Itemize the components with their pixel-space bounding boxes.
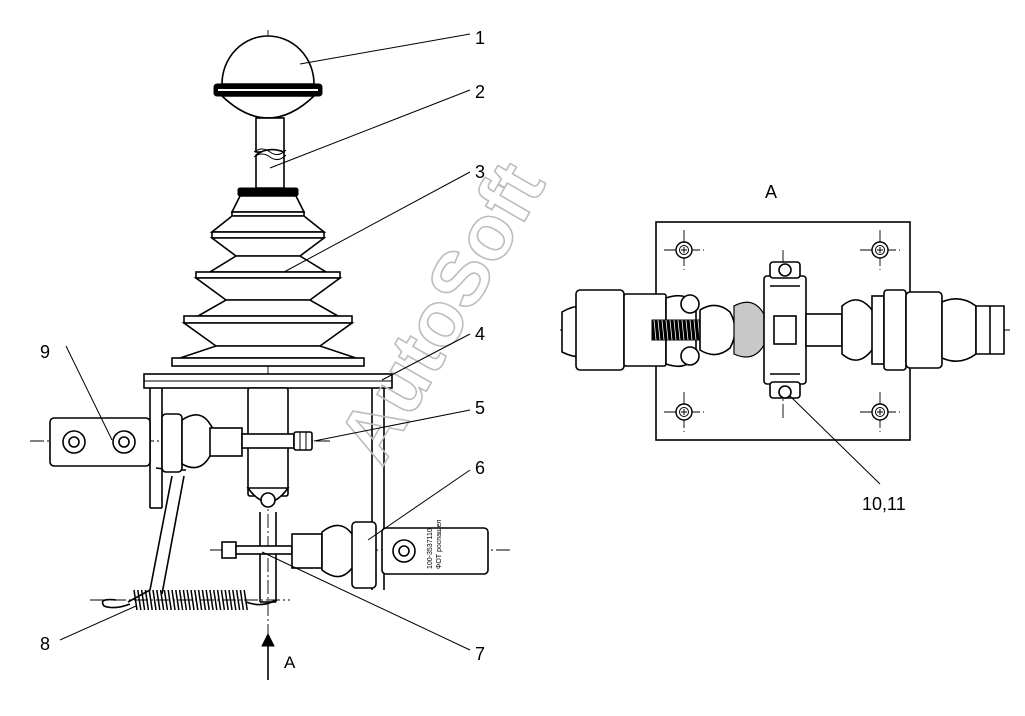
label-8: 8	[40, 634, 50, 654]
view-arrow: A	[261, 632, 296, 680]
upper-pneumatic-cylinder	[49, 413, 313, 473]
spring-coil	[148, 589, 153, 611]
bolt-holes	[664, 230, 900, 432]
label-10-11: 10,11	[862, 494, 906, 514]
rod-thread	[653, 319, 657, 341]
label-1: 1	[475, 28, 485, 48]
label-3: 3	[475, 162, 485, 182]
label-4: 4	[475, 324, 485, 344]
rod-thread	[669, 319, 673, 341]
bolt-hole	[664, 230, 704, 270]
bolt-hole	[664, 392, 704, 432]
view-a: A	[560, 182, 1010, 441]
rod-thread	[657, 319, 661, 341]
view-arrow-label: A	[284, 653, 296, 672]
rubber-boot	[171, 195, 365, 367]
callouts: 1 2 3 4 5 6 7 8 9 10,11	[40, 28, 906, 664]
lower-pneumatic-cylinder	[210, 521, 510, 589]
return-spring	[90, 475, 290, 611]
cylinder-marking-line-2: ФОТ роспашел	[436, 520, 443, 569]
label-9: 9	[40, 342, 50, 362]
bolt-hole	[860, 230, 900, 270]
view-a-title: A	[765, 182, 777, 202]
spring-coil	[175, 589, 180, 611]
rod-thread	[661, 319, 665, 341]
bolt-hole	[860, 392, 900, 432]
spring-coil	[190, 589, 195, 611]
shift-knob	[213, 35, 323, 119]
label-2: 2	[475, 82, 485, 102]
label-6: 6	[475, 458, 485, 478]
spring-coil	[213, 589, 218, 611]
watermark: AutoSoft	[321, 147, 562, 476]
label-7: 7	[475, 644, 485, 664]
shift-lever	[253, 117, 287, 189]
rod-thread	[689, 319, 693, 341]
spring-coil	[152, 589, 157, 611]
spring-coil	[235, 589, 241, 611]
rod-thread	[693, 319, 697, 341]
side-view: A	[30, 30, 510, 680]
rod-thread	[677, 319, 681, 341]
spring-coil	[216, 589, 222, 611]
label-5: 5	[475, 398, 485, 418]
rod-thread	[685, 319, 689, 341]
rod-thread	[673, 319, 677, 341]
spring-coil	[239, 589, 245, 611]
rod-thread	[681, 319, 685, 341]
cylinder-marking-line-1: 100-3537110	[427, 528, 434, 569]
rod-thread	[665, 319, 669, 341]
